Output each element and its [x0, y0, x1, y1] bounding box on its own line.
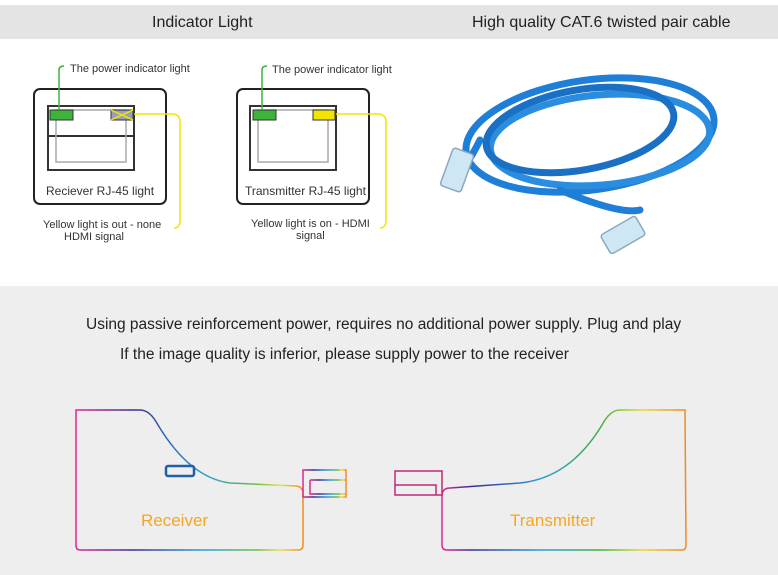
- tx-port-label: Transmitter RJ-45 light: [245, 184, 366, 198]
- green-led: [252, 109, 277, 121]
- micro-usb-port-icon: [164, 464, 196, 478]
- cable-title: High quality CAT.6 twisted pair cable: [472, 14, 731, 31]
- receiver-device: [72, 409, 347, 551]
- rx-note-line2: HDMI signal: [64, 231, 124, 243]
- tx-note-line2: signal: [296, 230, 325, 242]
- tx-power-label: The power indicator light: [272, 64, 392, 76]
- receiver-port-diagram: [33, 65, 181, 229]
- tx-note-line1: Yellow light is on - HDMI: [251, 218, 370, 230]
- receiver-label: Receiver: [141, 511, 209, 530]
- green-led: [49, 109, 74, 121]
- info-line-2: If the image quality is inferior, please…: [120, 346, 569, 363]
- transmitter-device: [394, 409, 689, 551]
- cat6-cable-image: [439, 74, 718, 255]
- info-line-1: Using passive reinforcement power, requi…: [86, 316, 682, 333]
- rx-note-line1: Yellow light is out - none: [43, 219, 162, 231]
- rx-port-label: Reciever RJ-45 light: [46, 184, 155, 198]
- rx-power-label: The power indicator light: [70, 63, 190, 75]
- yellow-led-on: [312, 109, 336, 121]
- transmitter-label: Transmitter: [510, 511, 596, 530]
- indicator-light-title: Indicator Light: [152, 14, 253, 31]
- header-band: Indicator Light High quality CAT.6 twist…: [0, 5, 778, 39]
- transmitter-port-diagram: [236, 65, 387, 229]
